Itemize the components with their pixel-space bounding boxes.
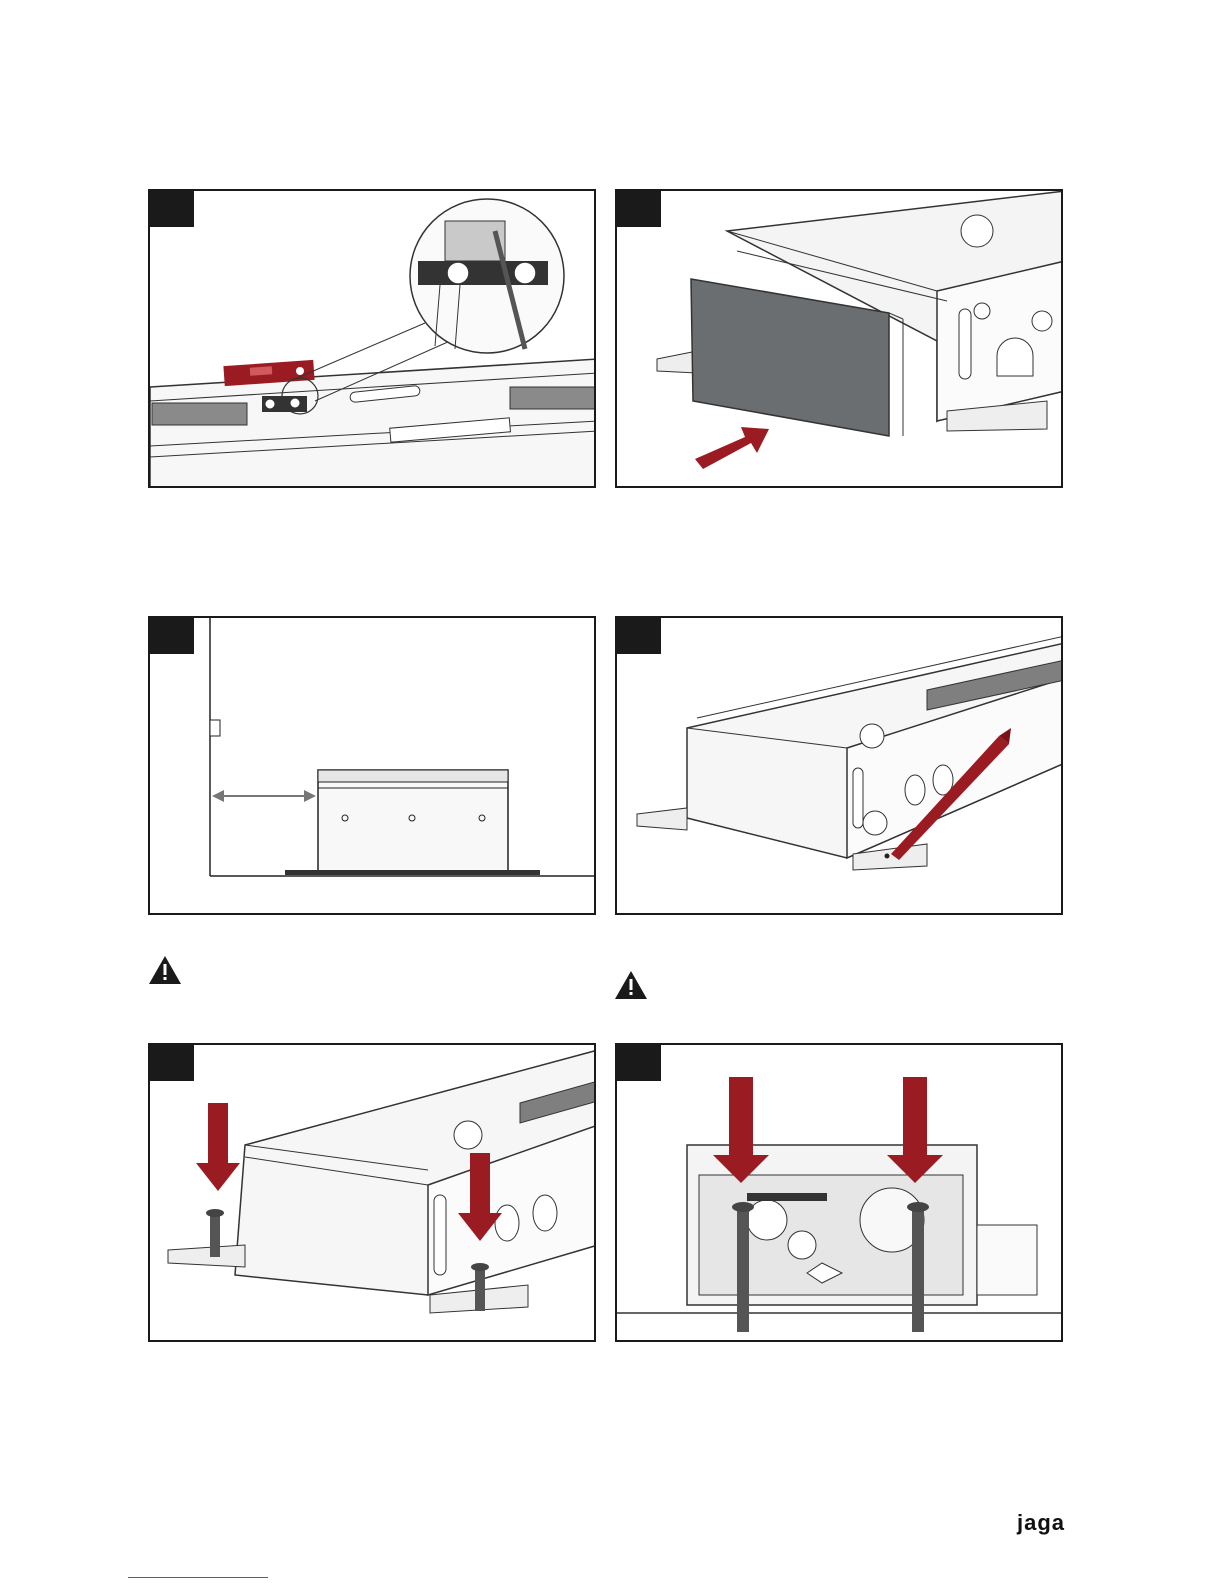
- step-3-illustration: [150, 618, 596, 915]
- footer-link-underline: [128, 1577, 268, 1578]
- step-5-badge: [150, 1045, 194, 1081]
- step-1-panel: [148, 189, 596, 488]
- step-6-badge: [617, 1045, 661, 1081]
- magnifier-detail-icon: [410, 199, 564, 353]
- step-1-badge: [150, 191, 194, 227]
- step-3-badge: [150, 618, 194, 654]
- step-4-panel: [615, 616, 1063, 915]
- step-4-badge: [617, 618, 661, 654]
- step-5-panel: [148, 1043, 596, 1342]
- step-2-panel: [615, 189, 1063, 488]
- step-3-panel: [148, 616, 596, 915]
- warning-triangle-icon: [148, 955, 182, 985]
- step-2-badge: [617, 191, 661, 227]
- step-6-panel: [615, 1043, 1063, 1342]
- step-2-illustration: [617, 191, 1063, 488]
- step-1-illustration: [150, 191, 596, 488]
- step-6-illustration: [617, 1045, 1063, 1342]
- push-arrow-icon: [695, 427, 769, 469]
- wall-distance-arrow-icon: [212, 790, 316, 802]
- step-4-illustration: [617, 618, 1063, 915]
- brand-logo: jaga: [1017, 1510, 1065, 1536]
- warning-triangle-icon: [614, 970, 648, 1000]
- step-5-illustration: [150, 1045, 596, 1342]
